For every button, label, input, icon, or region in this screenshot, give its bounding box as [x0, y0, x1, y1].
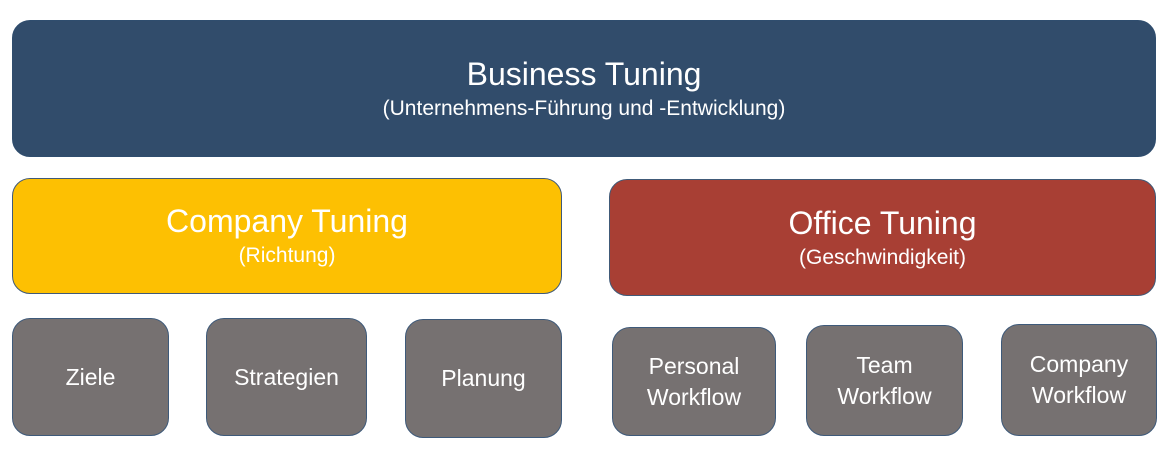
ziele-box: Ziele	[12, 318, 169, 436]
planung-box: Planung	[405, 319, 562, 438]
office-tuning-box: Office Tuning (Geschwindigkeit)	[609, 179, 1156, 296]
personal-workflow-line1: Personal	[648, 352, 740, 379]
personal-workflow-box: Personal Workflow	[612, 327, 776, 436]
planung-label: Planung	[441, 365, 526, 391]
company-workflow-box: Company Workflow	[1001, 324, 1157, 436]
ziele-label: Ziele	[65, 363, 116, 390]
strategien-label: Strategien	[234, 363, 339, 390]
team-workflow-line1: Team	[856, 351, 913, 378]
strategien-box: Strategien	[206, 318, 367, 436]
company-workflow-line2: Workflow	[1031, 382, 1127, 408]
personal-workflow-line2: Workflow	[646, 383, 742, 410]
office-tuning-subtitle: (Geschwindigkeit)	[799, 245, 966, 269]
business-tuning-box: Business Tuning (Unternehmens-Führung un…	[12, 20, 1156, 157]
company-tuning-box: Company Tuning (Richtung)	[12, 178, 562, 294]
team-workflow-box: Team Workflow	[806, 325, 963, 436]
company-tuning-subtitle: (Richtung)	[238, 244, 336, 267]
company-workflow-line1: Company	[1029, 351, 1129, 377]
office-tuning-title: Office Tuning	[788, 204, 977, 241]
team-workflow-line2: Workflow	[837, 382, 932, 409]
business-tuning-title: Business Tuning	[466, 55, 702, 92]
company-tuning-title: Company Tuning	[166, 203, 408, 239]
business-tuning-subtitle: (Unternehmens-Führung und -Entwicklung)	[382, 96, 786, 120]
